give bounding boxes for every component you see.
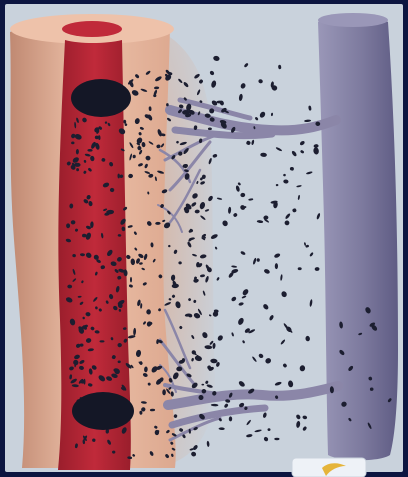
particle [130, 277, 132, 283]
watermark-icon [292, 458, 366, 477]
vein-top-rim [318, 13, 388, 27]
vein [318, 16, 398, 460]
particle [274, 438, 279, 440]
artery-top-opening [62, 21, 122, 37]
particle [166, 103, 169, 106]
particle [275, 263, 278, 269]
clot-icon [71, 79, 131, 117]
clot-icon [72, 392, 134, 430]
particle [100, 340, 105, 342]
particle [168, 245, 170, 247]
particle [298, 267, 302, 270]
